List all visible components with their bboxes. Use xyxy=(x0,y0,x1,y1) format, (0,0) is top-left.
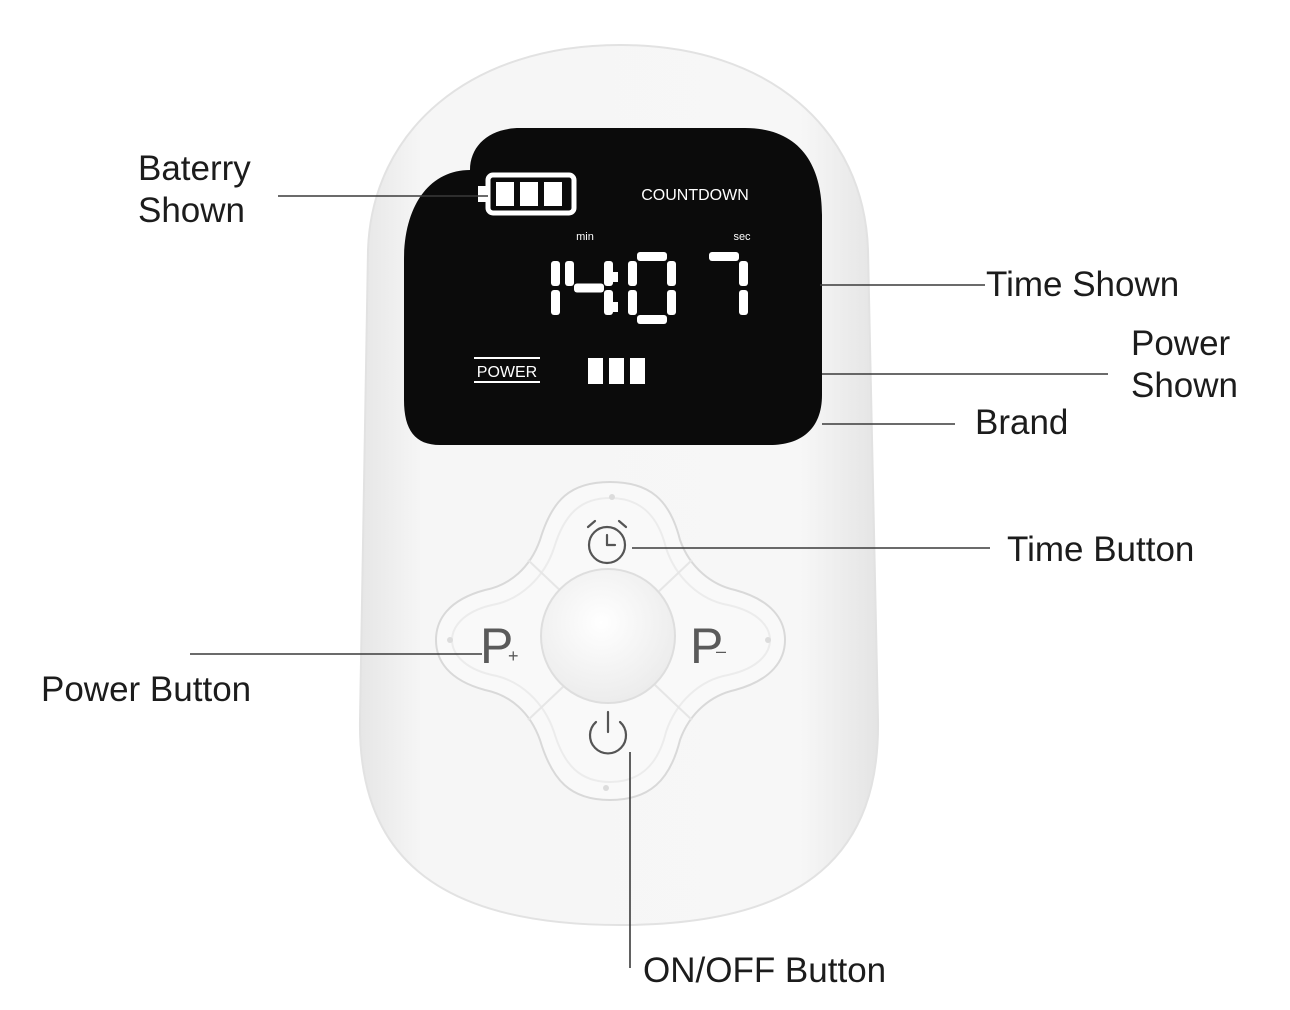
battery-level-bar xyxy=(544,182,562,206)
power-minus-letter: P xyxy=(690,618,723,674)
power-level-bar xyxy=(630,358,645,384)
lcd-segment xyxy=(667,290,676,315)
brand-callout: Brand xyxy=(975,403,1069,442)
power-shown-callout: Power Shown xyxy=(1131,323,1238,407)
lcd-segment xyxy=(551,290,560,315)
time-button-callout: Time Button xyxy=(1007,530,1195,569)
power-button-callout: Power Button xyxy=(41,670,252,709)
lcd-segment xyxy=(637,315,667,324)
power-level-bar xyxy=(609,358,624,384)
lcd-segment xyxy=(667,261,676,286)
sec-label: sec xyxy=(733,231,751,243)
lcd-segment xyxy=(574,283,604,293)
power-level-bar xyxy=(588,358,603,384)
lcd-segment xyxy=(637,252,667,261)
power-plus-letter: P xyxy=(480,618,513,674)
time-display xyxy=(551,252,748,324)
colon-dot xyxy=(608,272,618,282)
lcd-segment xyxy=(628,290,637,315)
power-minus-sign: – xyxy=(716,641,726,661)
battery-callout-line2: Shown xyxy=(138,191,246,230)
lcd-segment xyxy=(739,261,748,286)
lcd-segment xyxy=(739,290,748,315)
time-shown-callout: Time Shown xyxy=(986,265,1180,304)
power-minus-button[interactable]: P – xyxy=(690,618,726,674)
colon-dot xyxy=(608,302,618,312)
battery-callout: Baterry Shown xyxy=(138,148,251,232)
battery-level-bar xyxy=(496,182,514,206)
lcd-segment xyxy=(551,261,560,286)
countdown-label: COUNTDOWN xyxy=(641,187,749,204)
lcd-segment xyxy=(709,252,739,261)
power-icon[interactable] xyxy=(588,710,628,755)
min-label: min xyxy=(576,231,594,243)
lcd-segment xyxy=(628,261,637,286)
battery-level-bar xyxy=(520,182,538,206)
lcd-segment xyxy=(565,261,574,286)
power-level-bars xyxy=(588,358,645,384)
power-plus-button[interactable]: P + xyxy=(480,618,519,674)
leader-lines xyxy=(190,195,1108,968)
power-callout-line1: Power xyxy=(1131,324,1231,363)
power-callout-line2: Shown xyxy=(1131,366,1239,405)
center-button[interactable] xyxy=(540,568,676,704)
power-label: POWER xyxy=(477,364,537,381)
battery-icon xyxy=(478,172,577,216)
battery-callout-line1: Baterry xyxy=(138,149,251,188)
lcd-screen xyxy=(404,128,822,445)
onoff-button-callout: ON/OFF Button xyxy=(643,951,887,990)
power-plus-sign: + xyxy=(508,646,519,666)
alarm-clock-icon[interactable] xyxy=(586,519,628,565)
